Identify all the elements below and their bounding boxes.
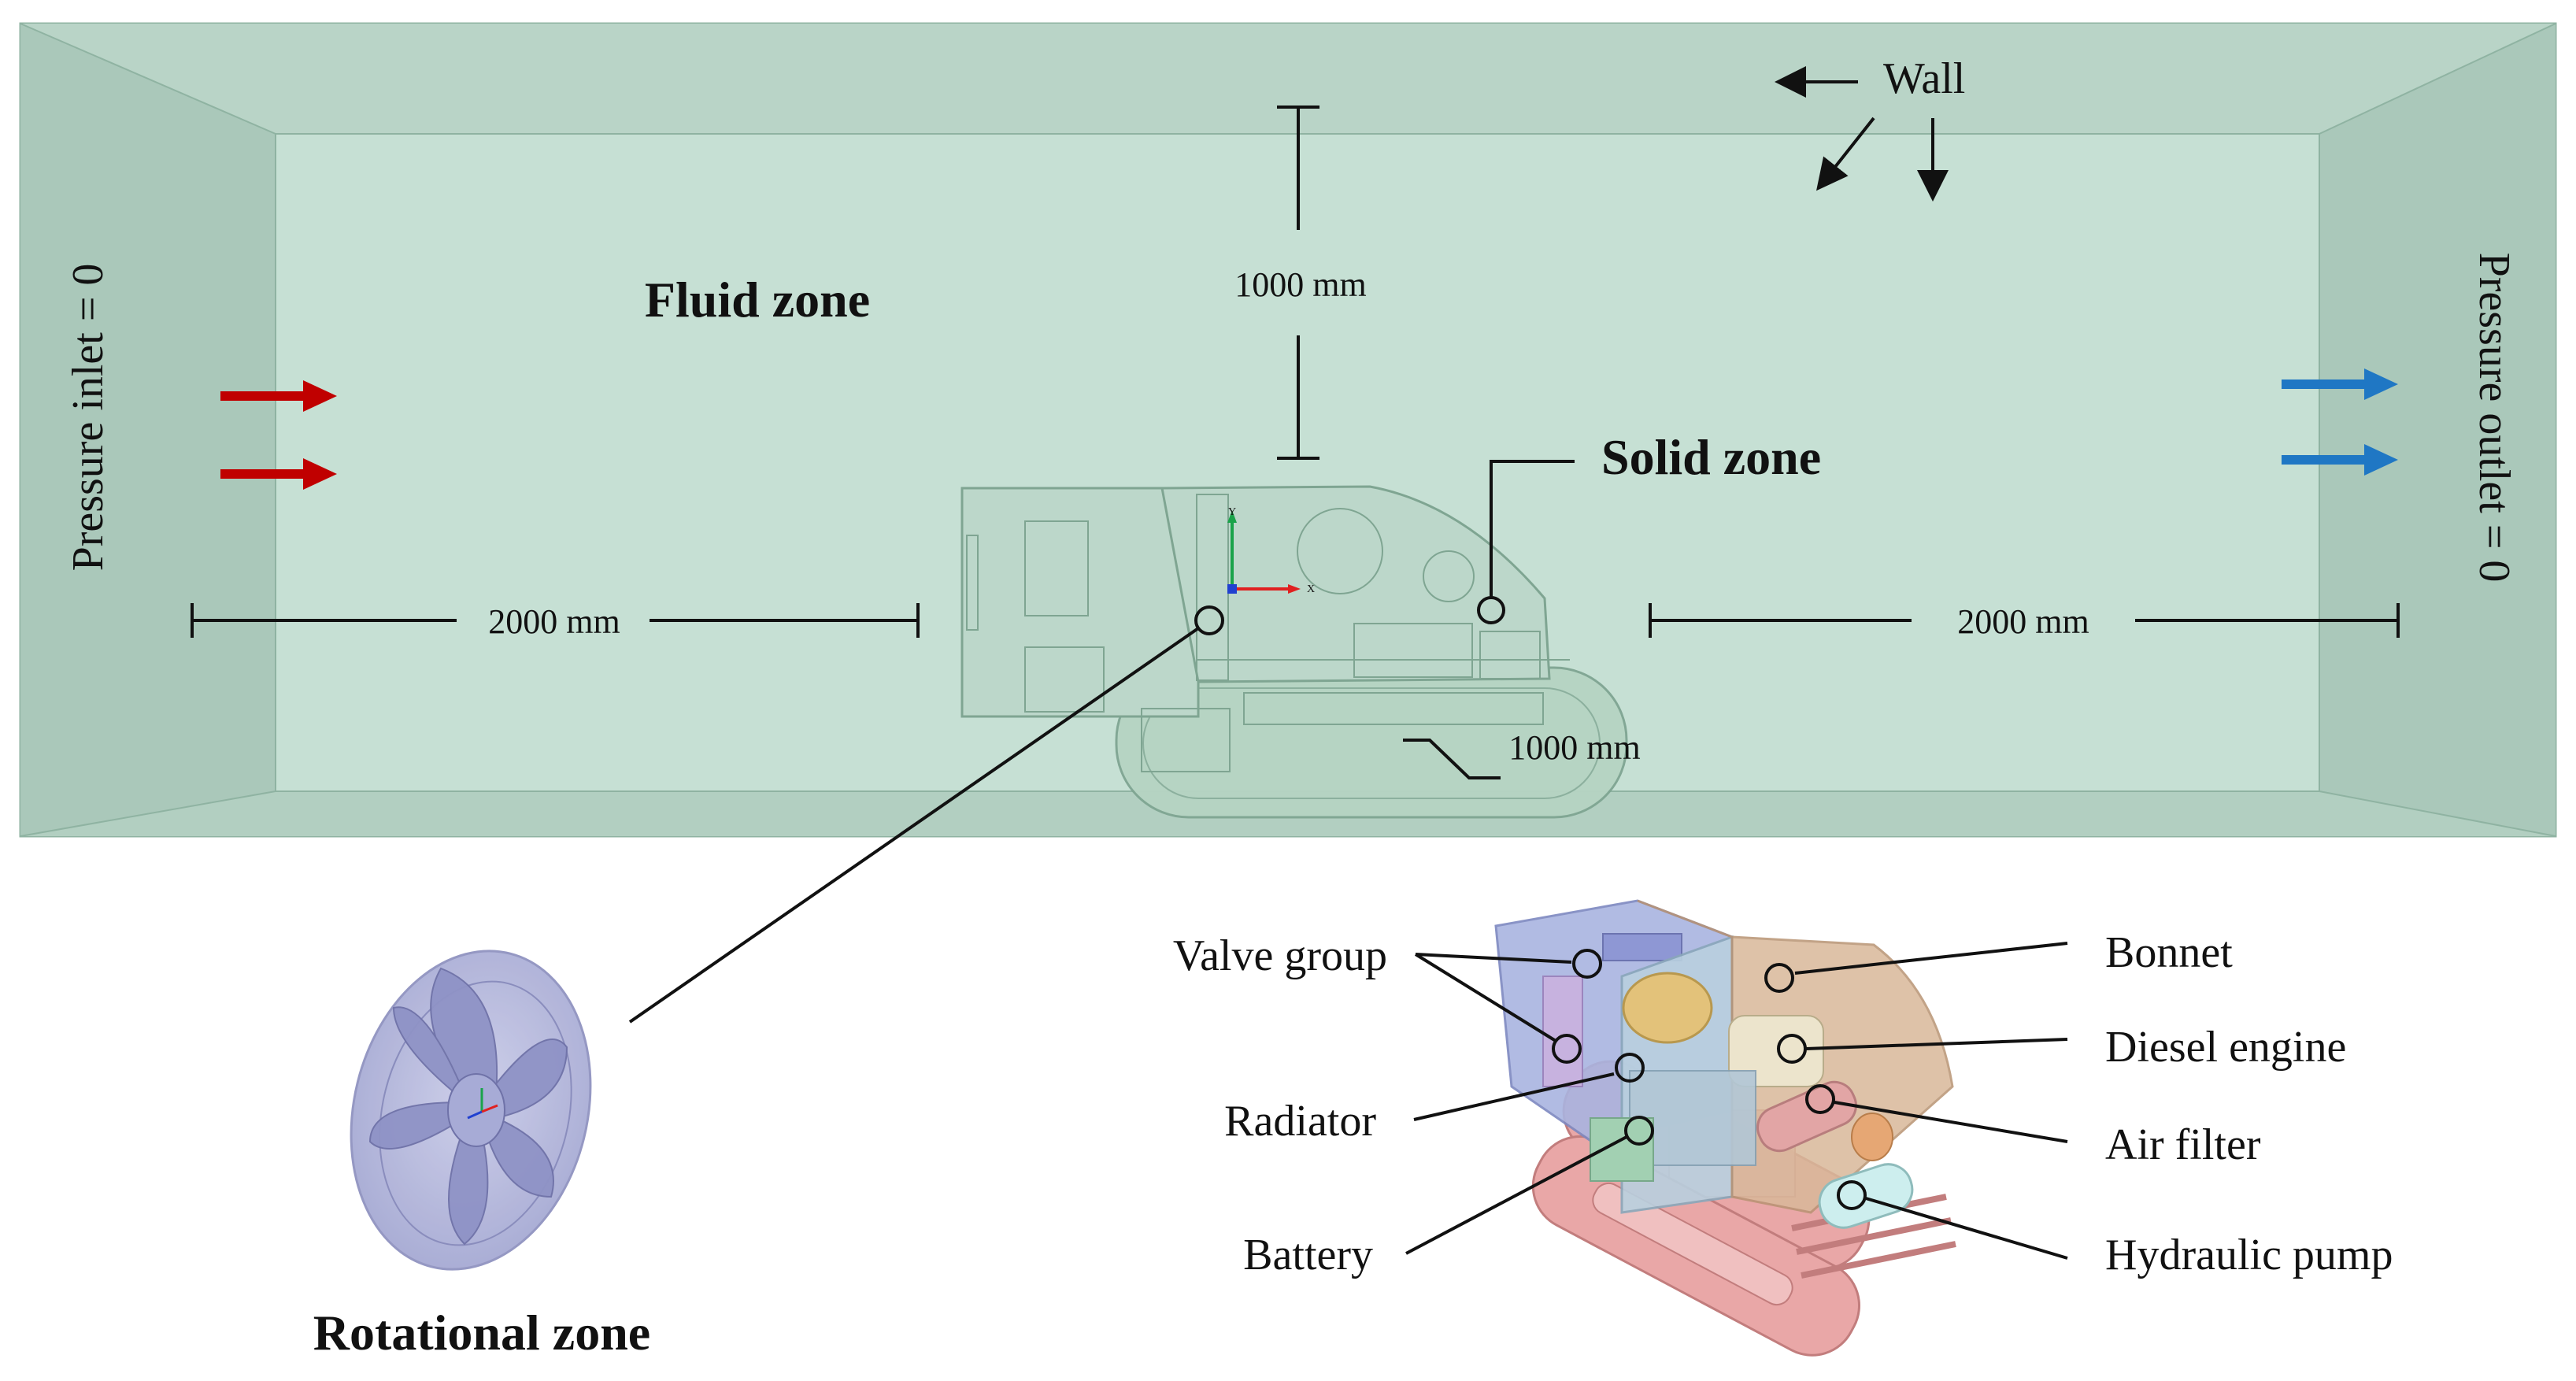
inlet-arrows [220, 380, 337, 490]
solid-zone-machine: Y X [960, 485, 1628, 819]
component-label-valve-group: Valve group [1173, 931, 1387, 980]
machine-cab [960, 487, 1200, 718]
component-leaders [1405, 942, 2068, 1260]
fluid-zone-label: Fluid zone [645, 272, 870, 328]
axis-y-label: Y [1228, 506, 1236, 518]
dimension-top-label: 1000 mm [1234, 265, 1366, 304]
dimension-bottom-label: 1000 mm [1508, 728, 1640, 767]
machine-bonnet [1160, 485, 1551, 683]
wall-label: Wall [1883, 54, 1965, 103]
dimension-bottom [1403, 739, 1501, 779]
dimension-left-label: 2000 mm [488, 602, 620, 641]
component-label-bonnet: Bonnet [2105, 928, 2233, 977]
component-label-diesel-engine: Diesel engine [2105, 1023, 2346, 1072]
dimension-right [1649, 603, 2400, 638]
detail-air-filter [1756, 1080, 1857, 1153]
dimension-right-label: 2000 mm [1957, 602, 2089, 641]
wall-arrows [1775, 66, 1949, 202]
rotational-zone-fan [350, 950, 592, 1271]
component-label-air-filter: Air filter [2105, 1120, 2261, 1169]
component-label-battery: Battery [1243, 1231, 1373, 1279]
axis-x-label: X [1307, 583, 1315, 595]
pressure-outlet-label: Pressure outlet = 0 [2470, 253, 2519, 583]
dimension-top [1277, 106, 1319, 460]
dimension-left [191, 603, 920, 638]
component-label-hydraulic-pump: Hydraulic pump [2105, 1231, 2393, 1279]
machine-detail [1494, 899, 1956, 1357]
domain-left-wall [20, 24, 276, 836]
domain-top-wall [20, 24, 2556, 134]
rotational-zone-leader [628, 605, 1224, 1024]
domain-right-wall [2319, 24, 2556, 836]
solid-zone-label: Solid zone [1601, 429, 1821, 485]
component-label-radiator: Radiator [1224, 1097, 1376, 1146]
outlet-arrows [2282, 368, 2398, 476]
solid-zone-leader [1477, 460, 1575, 624]
pressure-inlet-label: Pressure inlet = 0 [64, 264, 113, 572]
rotational-zone-label: Rotational zone [313, 1305, 650, 1361]
